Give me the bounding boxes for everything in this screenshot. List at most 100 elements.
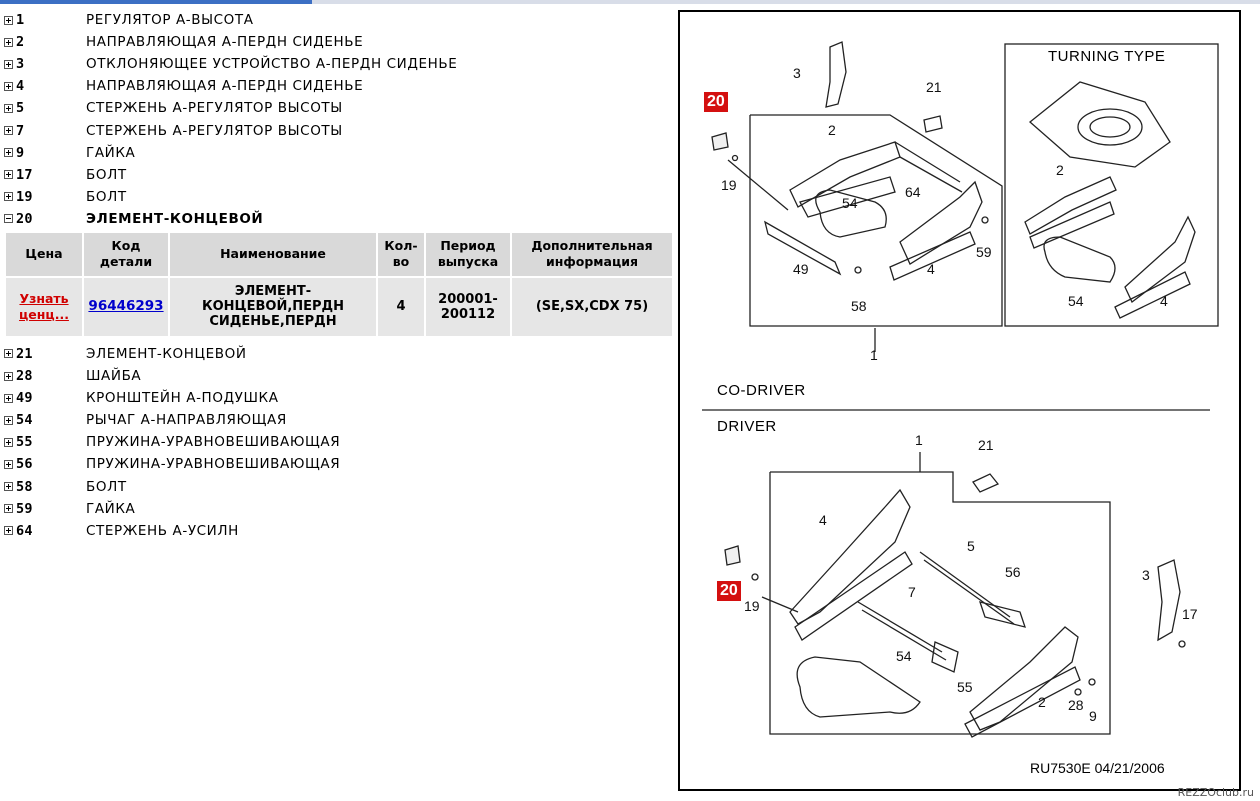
callout-3[interactable]: 3 [793, 65, 801, 81]
expand-icon[interactable] [4, 126, 13, 136]
bracket-7 [931, 641, 959, 673]
callout-4[interactable]: 4 [927, 261, 935, 277]
callout-19[interactable]: 19 [721, 177, 737, 193]
callout-2-turning[interactable]: 2 [1056, 162, 1064, 178]
callout-1[interactable]: 1 [870, 347, 878, 363]
expand-icon[interactable] [4, 504, 13, 514]
callout-4-turning[interactable]: 4 [1160, 293, 1168, 309]
part-name: СТЕРЖЕНЬ А-РЕГУЛЯТОР ВЫСОТЫ [86, 122, 343, 139]
callout-9[interactable]: 9 [1089, 708, 1097, 724]
callout-49[interactable]: 49 [793, 261, 809, 277]
detail-data-row: Узнать ценц... 96446293 ЭЛЕМЕНТ-КОНЦЕВОЙ… [4, 275, 674, 338]
part-row-open[interactable]: 20 ЭЛЕМЕНТ-КОНЦЕВОЙ [4, 208, 676, 230]
part-number: 1 [16, 12, 25, 29]
part-row[interactable]: 64 СТЕРЖЕНЬ А-УСИЛН [4, 520, 676, 542]
part-number: 58 [16, 478, 33, 495]
part-code-link[interactable]: 96446293 [88, 298, 164, 315]
collapse-icon[interactable] [4, 214, 13, 224]
part-name: ПРУЖИНА-УРАВНОВЕШИВАЮЩАЯ [86, 456, 341, 473]
callout-59[interactable]: 59 [976, 244, 992, 260]
callout-7[interactable]: 7 [908, 584, 916, 600]
expand-icon[interactable] [4, 148, 13, 158]
expand-icon[interactable] [4, 15, 13, 25]
part-row[interactable]: 56 ПРУЖИНА-УРАВНОВЕШИВАЮЩАЯ [4, 453, 676, 475]
expand-icon[interactable] [4, 459, 13, 469]
stopper-20-top [711, 132, 729, 151]
callout-1-driver[interactable]: 1 [915, 432, 923, 448]
highlight-badge-bottom[interactable]: 20 [717, 581, 741, 601]
callout-17[interactable]: 17 [1182, 606, 1198, 622]
callout-58[interactable]: 58 [851, 298, 867, 314]
detail-header-row: Цена Код детали Наименование Кол-во Пери… [4, 230, 674, 278]
callout-54[interactable]: 54 [842, 195, 858, 211]
part-number: 54 [16, 412, 33, 429]
expand-icon[interactable] [4, 37, 13, 47]
highlight-badge-top[interactable]: 20 [704, 92, 728, 112]
part-number: 64 [16, 522, 33, 539]
callout-54-driver[interactable]: 54 [896, 648, 912, 664]
driver-frame [769, 471, 1111, 735]
expand-icon[interactable] [4, 349, 13, 359]
callout-54-turning[interactable]: 54 [1068, 293, 1084, 309]
part-name: РЫЧАГ А-НАПРАВЛЯЮЩАЯ [86, 412, 287, 429]
col-info: Дополнительная информация [510, 230, 674, 278]
expand-icon[interactable] [4, 437, 13, 447]
expand-icon[interactable] [4, 192, 13, 202]
expand-icon[interactable] [4, 81, 13, 91]
callout-56[interactable]: 56 [1005, 564, 1021, 580]
callout-2-driver[interactable]: 2 [1038, 694, 1046, 710]
expand-icon[interactable] [4, 170, 13, 180]
part-name: СТЕРЖЕНЬ А-УСИЛН [86, 522, 239, 539]
part-name: ШАЙБА [86, 368, 142, 385]
callout-4-driver[interactable]: 4 [819, 512, 827, 528]
part-number: 3 [16, 56, 25, 73]
expand-icon[interactable] [4, 526, 13, 536]
callout-5[interactable]: 5 [967, 538, 975, 554]
expand-icon[interactable] [4, 415, 13, 425]
callout-3-driver[interactable]: 3 [1142, 567, 1150, 583]
part-number: 19 [16, 188, 33, 205]
recliner-3-driver [1157, 559, 1181, 642]
rail-4-turning [1124, 215, 1196, 304]
top-strip [0, 0, 1260, 4]
expand-icon[interactable] [4, 482, 13, 492]
expand-icon[interactable] [4, 103, 13, 113]
rail-2-driver [969, 626, 1079, 731]
callout-21-driver[interactable]: 21 [978, 437, 994, 453]
part-number: 55 [16, 434, 33, 451]
part-number: 49 [16, 390, 33, 407]
expand-icon[interactable] [4, 59, 13, 69]
rail-4-driver [789, 488, 911, 625]
price-link[interactable]: Узнать ценц... [19, 290, 69, 322]
part-row[interactable]: 54 РЫЧАГ А-НАПРАВЛЯЮЩАЯ [4, 409, 676, 431]
callout-19-driver[interactable]: 19 [744, 598, 760, 614]
callout-55[interactable]: 55 [957, 679, 973, 695]
turning-type-title: TURNING TYPE [1048, 48, 1166, 65]
lever-54-top [815, 189, 887, 238]
expand-icon[interactable] [4, 393, 13, 403]
callout-2[interactable]: 2 [828, 122, 836, 138]
part-number: 4 [16, 78, 25, 95]
cell-period: 200001-200112 [424, 275, 512, 338]
part-number: 9 [16, 144, 25, 161]
callout-21[interactable]: 21 [926, 79, 942, 95]
part-number: 56 [16, 456, 33, 473]
callout-28[interactable]: 28 [1068, 697, 1084, 713]
callout-64[interactable]: 64 [905, 184, 921, 200]
expand-icon[interactable] [4, 371, 13, 381]
